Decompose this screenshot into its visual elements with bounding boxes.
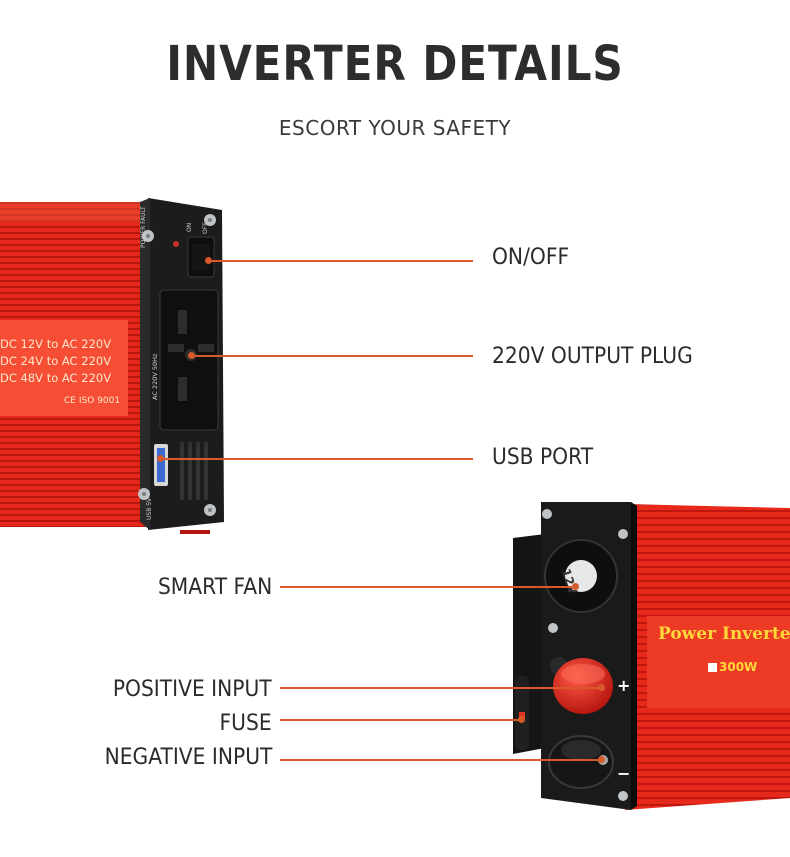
on-off-leader-line [210, 260, 473, 262]
certification-mark: CE ISO 9001 [64, 396, 121, 406]
fuse-pointer [518, 716, 525, 723]
page-title: INVERTER DETAILS [166, 36, 624, 92]
fuse-leader-line [280, 719, 520, 721]
output-plug-callout: 220V OUTPUT PLUG [492, 344, 693, 369]
on-label: ON [186, 222, 193, 232]
spec-line: DC 48V to AC 220V [0, 371, 112, 385]
usb-port-callout: USB PORT [492, 445, 594, 470]
on-off-pointer [205, 257, 212, 264]
bottom-inverter-image [513, 502, 790, 810]
ac-rating-label: AC 220V 50Hz [151, 353, 159, 400]
wattage-badge: 300W [708, 660, 757, 674]
wattage-checkbox-icon [708, 662, 717, 672]
spec-line: DC 24V to AC 220V [0, 354, 112, 368]
top-inverter-image [0, 198, 224, 534]
top-device-spec-list: DC 12V to AC 220V DC 24V to AC 220V DC 4… [0, 336, 128, 387]
smart-fan-pointer [572, 583, 579, 590]
positive-input-leader-line [280, 687, 600, 689]
negative-input-pointer [598, 756, 605, 763]
off-label: OFF [202, 222, 209, 234]
output-plug-pointer [188, 352, 195, 359]
usb-port-leader-line [162, 458, 473, 460]
plus-symbol: + [617, 676, 631, 695]
usb-port-pointer [157, 455, 164, 462]
negative-input-callout: NEGATIVE INPUT [104, 745, 272, 770]
on-off-callout: ON/OFF [492, 245, 570, 270]
negative-input-leader-line [280, 759, 600, 761]
positive-input-pointer [598, 684, 605, 691]
fuse-callout: FUSE [219, 711, 272, 736]
brand-label: Power Inverter [658, 624, 790, 644]
output-plug-leader-line [193, 355, 473, 357]
power-fault-label: POWER FAULT [140, 206, 147, 248]
positive-input-callout: POSITIVE INPUT [113, 677, 272, 702]
smart-fan-leader-line [280, 586, 573, 588]
usb-rating-label: USB 5V [146, 497, 153, 520]
wattage-label: 300W [719, 660, 758, 674]
minus-symbol: − [617, 764, 631, 783]
page-subtitle: ESCORT YOUR SAFETY [278, 116, 512, 140]
spec-line: DC 12V to AC 220V [0, 337, 112, 351]
smart-fan-callout: SMART FAN [157, 575, 272, 600]
